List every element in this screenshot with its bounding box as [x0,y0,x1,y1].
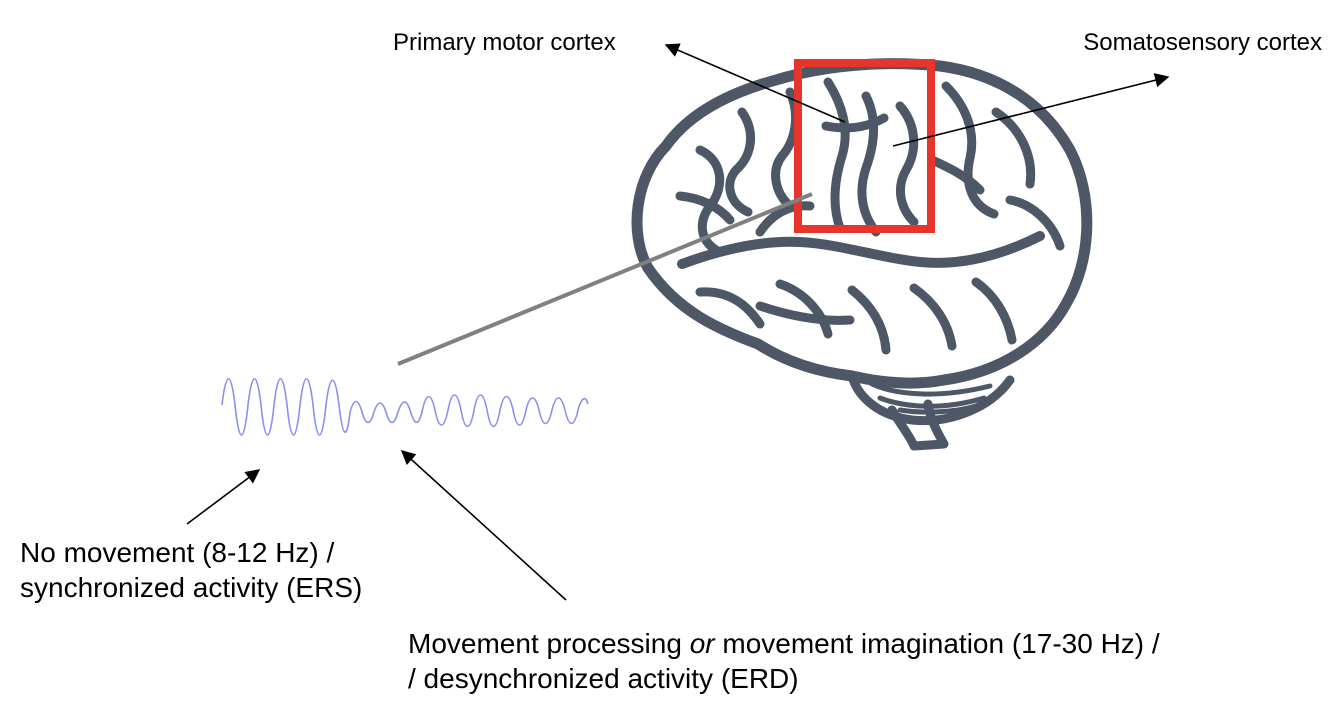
brain-stem [887,399,949,451]
label-movement-line1-a: Movement processing [408,628,690,659]
label-movement-line2: / desynchronized activity (ERD) [408,663,799,694]
label-movement-line1-b: movement imagination (17-30 Hz) / [714,628,1160,659]
label-somatosensory-cortex: Somatosensory cortex [1083,29,1322,56]
lateral-sulcus [677,231,1045,269]
brain-icon [631,58,1093,451]
label-primary-motor-cortex: Primary motor cortex [393,29,616,56]
connector-line [397,192,813,366]
label-no-movement: No movement (8-12 Hz) / synchronized act… [20,535,362,605]
arrow-primary-motor [664,43,846,123]
label-no-movement-line2: synchronized activity (ERS) [20,572,363,603]
arrow-somatosensory [892,73,1170,147]
label-movement-line1: Movement processing or movement imaginat… [408,626,1160,661]
highlight-box [794,59,935,233]
arrow-no-movement [186,469,261,525]
eeg-wave-icon [221,378,589,436]
arrow-movement [400,450,567,601]
cerebellum [847,371,1015,426]
brain-outline [631,58,1093,389]
label-movement: Movement processing or movement imaginat… [408,626,1160,696]
label-no-movement-line1: No movement (8-12 Hz) / [20,537,335,568]
label-movement-or: or [689,628,715,659]
gyri [675,77,1065,355]
